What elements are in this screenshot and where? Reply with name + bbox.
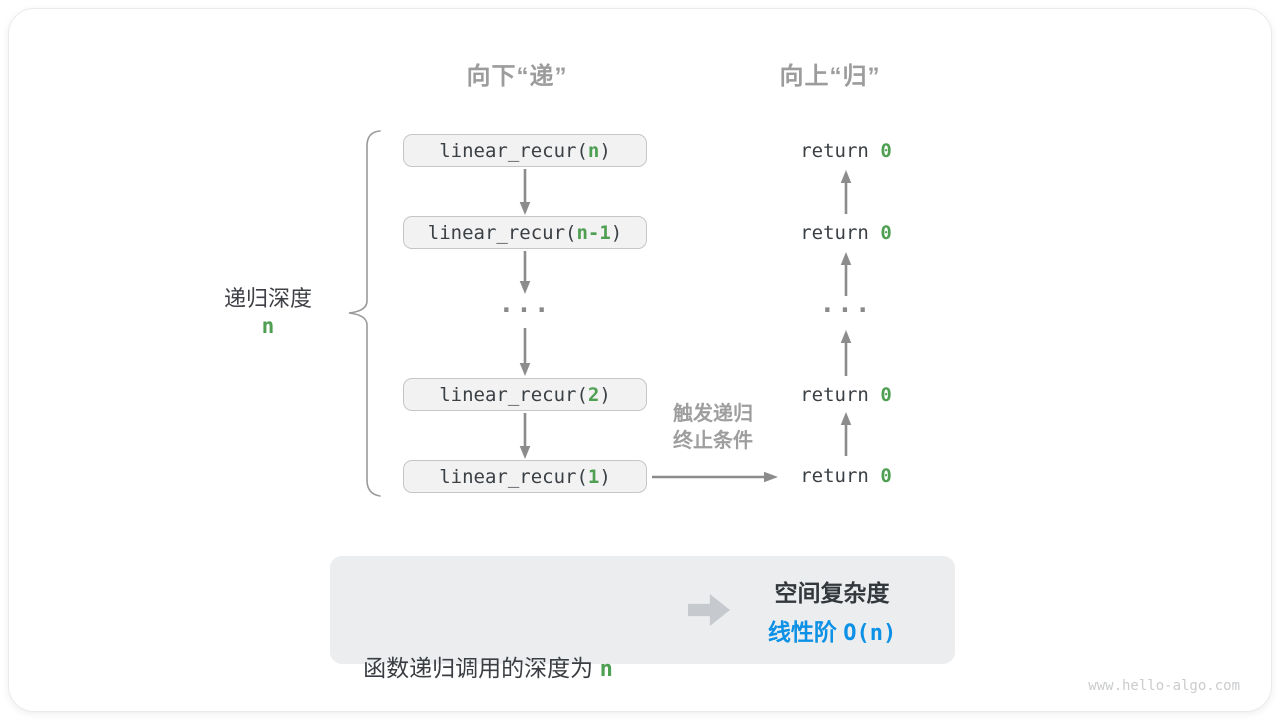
down-arrow-icon [519, 328, 531, 376]
recursion-depth-value: n [261, 314, 275, 338]
left-brace-icon [348, 130, 381, 497]
call-box-n-1: linear_recur(n-1) [403, 216, 647, 249]
trigger-label-line1: 触发递归 [673, 403, 753, 425]
code-text: ) [610, 221, 623, 244]
up-arrow-icon [840, 170, 852, 214]
call-box-2: linear_recur(2) [403, 378, 647, 411]
summary-text: 函数递归调用的深度为 [363, 655, 600, 681]
code-text: linear_recur( [427, 221, 577, 244]
code-arg: 2 [587, 383, 600, 406]
up-arrow-icon [840, 412, 852, 456]
call-box-1: linear_recur(1) [403, 460, 647, 493]
result-text: 线性阶 [767, 619, 844, 645]
code-text: linear_recur( [439, 465, 588, 488]
down-arrow-icon [519, 169, 531, 215]
header-recurse-down: 向下“递” [466, 63, 568, 90]
code-text: return [800, 465, 881, 487]
summary-panel [330, 556, 955, 664]
code-text: return [800, 222, 881, 244]
return-value: 0 [880, 384, 892, 406]
down-arrow-icon [519, 251, 531, 294]
return-statement: return 0 [766, 139, 926, 163]
return-statement: return 0 [766, 383, 926, 407]
ellipsis-right: ... [819, 289, 873, 319]
summary-left-line1: 函数递归调用的深度为 n [333, 649, 643, 689]
return-statement: return 0 [766, 464, 926, 488]
return-value: 0 [880, 465, 892, 487]
return-value: 0 [880, 222, 892, 244]
return-statement: return 0 [766, 221, 926, 245]
summary-left-text: 函数递归调用的深度为 n 共使用 O(n) 的栈帧空间 [333, 571, 643, 720]
recursion-depth-label: 递归深度 [223, 286, 312, 311]
ellipsis-left: ... [498, 289, 552, 319]
call-box-n: linear_recur(n) [403, 134, 647, 167]
code-text: return [800, 384, 881, 406]
code-text: linear_recur( [439, 383, 588, 406]
code-text: ) [599, 465, 611, 488]
trigger-label-line2: 终止条件 [673, 430, 753, 452]
return-value: 0 [880, 140, 892, 162]
code-text: return [800, 140, 881, 162]
right-arrow-icon [652, 471, 778, 483]
code-arg: n [587, 139, 600, 162]
summary-value-n: n [599, 657, 613, 682]
code-arg: n-1 [576, 221, 611, 244]
up-arrow-icon [840, 252, 852, 296]
header-return-up: 向上“归” [779, 63, 881, 90]
down-arrow-icon [519, 413, 531, 459]
code-text: linear_recur( [439, 139, 588, 162]
up-arrow-icon [840, 330, 852, 376]
space-complexity-result: 线性阶 O(n) [702, 613, 962, 647]
code-text: ) [599, 139, 611, 162]
watermark-url: www.hello-algo.com [1088, 678, 1240, 694]
result-big-o: O(n) [843, 621, 897, 646]
space-complexity-title: 空间复杂度 [774, 580, 890, 606]
code-text: ) [599, 383, 611, 406]
code-arg: 1 [587, 465, 600, 488]
trigger-base-case-label: 触发递归 终止条件 [640, 401, 786, 455]
